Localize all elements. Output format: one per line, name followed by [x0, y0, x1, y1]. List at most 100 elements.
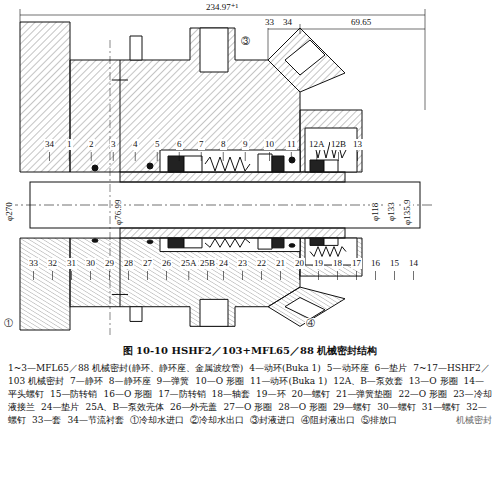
- part-entry: 24—垫片: [41, 402, 79, 412]
- part-entry: 5—动环座: [327, 363, 369, 373]
- callout-number: 12B: [330, 139, 347, 150]
- leader-line: [207, 271, 208, 280]
- callout-number: 21: [275, 258, 286, 269]
- leader-line: [356, 271, 357, 280]
- leader-line: [269, 152, 270, 161]
- part-entry: 18—轴套: [212, 389, 250, 399]
- leader-line: [299, 271, 300, 280]
- callout-number: 20: [294, 258, 305, 269]
- callout-number: 31: [66, 258, 77, 269]
- part-entry: 21—弹簧垫圈: [336, 389, 392, 399]
- leader-line: [128, 271, 129, 280]
- callout-number: 12A: [308, 139, 326, 150]
- callout-number: 7: [198, 139, 205, 150]
- callout-number: 29: [104, 258, 115, 269]
- callout-number: 4: [132, 139, 139, 150]
- leader-line: [245, 152, 246, 161]
- leader-line: [91, 152, 92, 161]
- leader-line: [135, 152, 136, 161]
- callout-number: ①: [3, 318, 14, 329]
- leader-line: [242, 271, 243, 280]
- callout-number: 5: [154, 139, 161, 150]
- callout-number: 32: [47, 258, 58, 269]
- leader-line: [109, 271, 110, 280]
- part-entry: 7—静环: [70, 376, 103, 386]
- part-entry: 8—静环座: [109, 376, 151, 386]
- leader-line: [291, 152, 292, 161]
- leader-line: [90, 271, 91, 280]
- callout-number: 25A: [180, 258, 198, 269]
- callout-number: 19: [313, 258, 324, 269]
- dimension-label: 34: [282, 17, 293, 28]
- leader-line: [157, 152, 158, 161]
- part-entry: 30—螺钉: [377, 402, 415, 412]
- leader-line: [147, 271, 148, 280]
- part-entry: ④阻封液出口: [301, 415, 355, 425]
- callout-number: 2: [88, 139, 95, 150]
- part-entry: 28—O 形圈: [278, 402, 327, 412]
- part-entry: 13—O 形圈: [409, 376, 458, 386]
- leader-line: [49, 152, 50, 161]
- leader-line: [375, 271, 376, 280]
- callout-number: 1: [66, 139, 73, 150]
- callout-number: 24: [218, 258, 229, 269]
- callout-number: ④: [305, 318, 316, 329]
- leader-line: [357, 152, 358, 161]
- dimension-label: φ118: [370, 202, 381, 222]
- dimension-label: 234.97⁺¹: [205, 2, 239, 13]
- callout-number: 10: [264, 139, 275, 150]
- part-entry: 25A、B—泵效壳体: [85, 402, 164, 412]
- callout-number: 6: [176, 139, 183, 150]
- part-entry: 15—防转销: [50, 389, 97, 399]
- leader-lines: [0, 0, 500, 345]
- leader-line: [261, 271, 262, 280]
- callout-number: 17: [351, 258, 362, 269]
- callout-number: 26: [161, 258, 172, 269]
- leader-line: [337, 271, 338, 280]
- leader-line: [223, 271, 224, 280]
- callout-number: 33: [28, 258, 39, 269]
- callout-number: 16: [370, 258, 381, 269]
- callout-number: 30: [85, 258, 96, 269]
- part-entry: ①冷却水进口: [130, 415, 184, 425]
- callout-number: 18: [332, 258, 343, 269]
- part-entry: 9—弹簧: [157, 376, 190, 386]
- callout-number: 13: [352, 139, 363, 150]
- leader-line: [338, 152, 339, 161]
- part-entry: 17—防转销: [158, 389, 205, 399]
- part-entry: ③封液进口: [250, 415, 295, 425]
- part-entry: 34—节流衬套: [67, 415, 123, 425]
- part-entry: 29—螺钉: [333, 402, 371, 412]
- leader-line: [166, 271, 167, 280]
- leader-line: [179, 152, 180, 161]
- callout-number: 3: [110, 139, 117, 150]
- callout-number: 27: [142, 258, 153, 269]
- part-entry: 10—O 形圈: [195, 376, 244, 386]
- leader-line: [201, 152, 202, 161]
- leader-line: [113, 152, 114, 161]
- leader-line: [394, 271, 395, 280]
- part-entry: 11—动环(Buka 1): [250, 376, 327, 386]
- leader-line: [280, 271, 281, 280]
- dimension-label: φ135.9: [402, 199, 413, 226]
- callout-number: 34: [44, 139, 55, 150]
- part-entry: 22—O 形圈: [398, 389, 447, 399]
- part-entry: 26—外壳盖: [170, 402, 217, 412]
- callout-number: 23: [237, 258, 248, 269]
- dimension-label: φ133: [386, 201, 397, 222]
- parts-list: 1~3—MFL65／88 机械密封(静环、静环座、金属波纹管)4—动环(Buka…: [8, 362, 492, 427]
- dimension-label: ③: [240, 36, 251, 47]
- callout-number: 9: [242, 139, 249, 150]
- callout-number: 15: [389, 258, 400, 269]
- part-entry: 20—螺钉: [292, 389, 330, 399]
- part-entry: 33—套: [32, 415, 61, 425]
- part-entry: 1~3—MFL65／88 机械密封(静环、静环座、金属波纹管): [8, 363, 243, 373]
- leader-line: [69, 152, 70, 161]
- leader-line: [413, 271, 414, 280]
- callout-number: 25B: [199, 258, 216, 269]
- dimension-label: φ76.99: [113, 199, 124, 226]
- callout-number: 22: [256, 258, 267, 269]
- callout-number: 14: [408, 258, 419, 269]
- part-entry: ②冷却水出口: [190, 415, 244, 425]
